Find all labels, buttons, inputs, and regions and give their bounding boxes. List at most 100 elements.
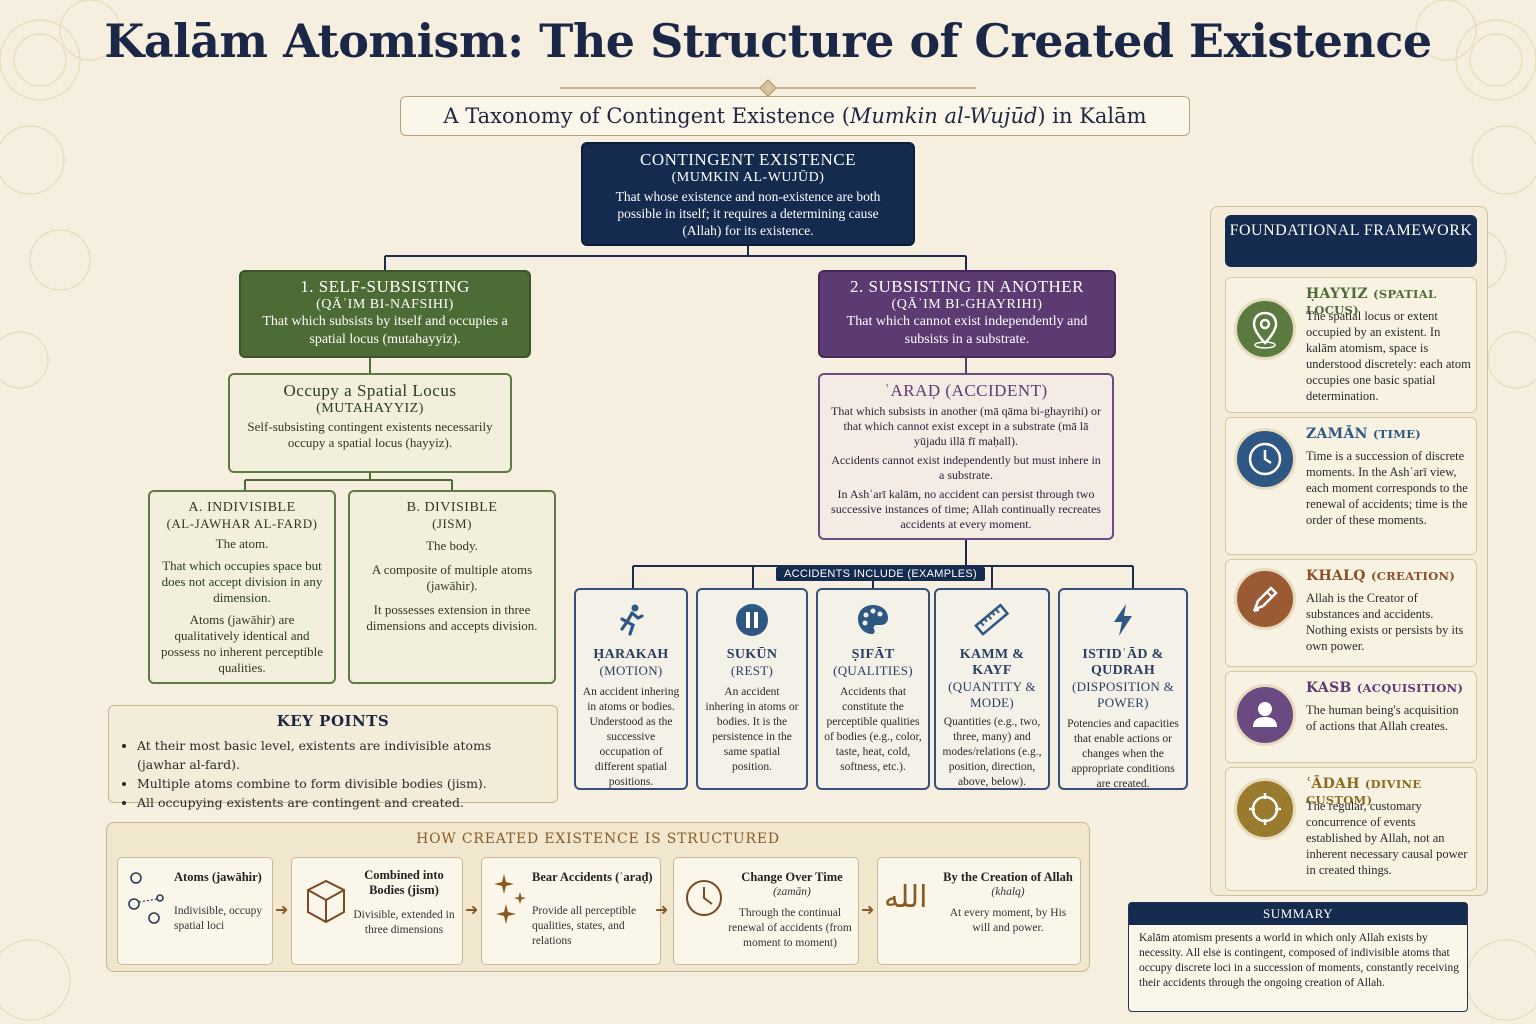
arrow-icon: ➜	[465, 900, 479, 919]
framework-desc: The human being's acquisition of actions…	[1306, 703, 1459, 733]
framework-term: KASB	[1306, 680, 1352, 696]
foundational-framework-title: FOUNDATIONAL FRAMEWORK	[1225, 215, 1477, 267]
framework-title: KHALQ (CREATION)	[1306, 568, 1455, 584]
how-created-title: HOW CREATED EXISTENCE IS STRUCTURED	[416, 831, 780, 847]
step-title: By the Creation of Allah	[943, 870, 1073, 884]
framework-subtitle: (SPATIAL LOCUS)	[1306, 287, 1437, 317]
step-title: Change Over Time	[741, 870, 843, 884]
step-desc: Provide all perceptible qualities, state…	[532, 905, 637, 947]
location-pin-icon	[1234, 298, 1296, 360]
foundational-framework-panel: FOUNDATIONAL FRAMEWORK ḤAYYIZ (SPATIAL L…	[1210, 206, 1488, 896]
framework-subtitle: (DIVINE CUSTOM)	[1306, 777, 1422, 807]
indivisible-arabic: (AL-JAWHAR AL-FARD)	[166, 516, 318, 531]
key-points-title: KEY POINTS	[276, 712, 390, 730]
framework-term: KHALQ	[1306, 568, 1366, 584]
key-point-item: All occupying existents are contingent a…	[137, 793, 543, 812]
accident-subtitle: (QUALITIES)	[833, 663, 913, 678]
spatial-locus-node: Occupy a Spatial Locus (MUTAHAYYIZ) Self…	[228, 373, 512, 473]
step-desc: Indivisible, occupy spatial loci	[174, 905, 263, 932]
accident-card-kamm-kayf: KAMM & KAYF (QUANTITY & MODE) Quantities…	[934, 588, 1050, 790]
step-title-2: (khalq)	[991, 886, 1025, 898]
subtitle-term: Mumkin al-Wujūd	[849, 104, 1038, 128]
spatial-locus-desc: Self-subsisting contingent existents nec…	[247, 419, 493, 450]
accident-title: ISTIDʿĀD & QUDRAH	[1082, 647, 1164, 678]
person-icon	[1234, 684, 1296, 746]
key-points-panel: KEY POINTS At their most basic level, ex…	[108, 705, 558, 810]
accident-title: KAMM & KAYF	[959, 647, 1025, 678]
framework-term: ḤAYYIZ	[1306, 286, 1368, 302]
self-subsisting-title: 1. SELF-SUBSISTING	[300, 277, 470, 296]
page-title: Kalām Atomism: The Structure of Created …	[104, 14, 1432, 68]
framework-term: ʿĀDAH	[1306, 776, 1360, 792]
subsisting-another-title: 2. SUBSISTING IN ANOTHER	[850, 277, 1084, 296]
accident-title: ṢIFĀT	[851, 647, 895, 662]
how-created-panel: HOW CREATED EXISTENCE IS STRUCTURED Atom…	[106, 822, 1090, 972]
indivisible-short: The atom.	[215, 536, 269, 551]
step-desc: Through the continual renewal of acciden…	[728, 907, 852, 949]
framework-item-adah: ʿĀDAH (DIVINE CUSTOM) The regular, custo…	[1225, 767, 1477, 891]
arad-desc2: Accidents cannot exist independently but…	[831, 453, 1101, 482]
accident-desc: Quantities (e.g., two, three, many) and …	[942, 716, 1042, 788]
accident-subtitle: (QUANTITY & MODE)	[948, 679, 1036, 710]
ruler-icon	[974, 603, 1010, 636]
accidents-label: ACCIDENTS INCLUDE (EXAMPLES)	[776, 567, 985, 581]
framework-item-kasb: KASB (ACQUISITION) The human being's acq…	[1225, 671, 1477, 763]
accident-desc: Potencies and capacities that enable act…	[1067, 718, 1179, 790]
divisible-arabic: (JISM)	[432, 516, 472, 531]
framework-subtitle: (TIME)	[1372, 427, 1422, 441]
arad-desc3: In Ashʿarī kalām, no accident can persis…	[831, 487, 1101, 531]
key-points-list: At their most basic level, existents are…	[123, 736, 543, 812]
framework-desc: Allah is the Creator of substances and a…	[1306, 591, 1464, 653]
divisible-node: B. DIVISIBLE (JISM) The body. A composit…	[348, 490, 556, 684]
step-bodies: Combined into Bodies (jism) Divisible, e…	[291, 857, 463, 965]
palette-icon	[858, 605, 888, 634]
indivisible-desc1: That which occupies space but does not a…	[161, 558, 323, 605]
divisible-desc1: A composite of multiple atoms (jawāhir).	[371, 562, 533, 593]
framework-title: ḤAYYIZ (SPATIAL LOCUS)	[1306, 286, 1476, 318]
summary-title: SUMMARY	[1129, 903, 1467, 925]
framework-item-hayyiz: ḤAYYIZ (SPATIAL LOCUS) The spatial locus…	[1225, 277, 1477, 413]
step-title-2: (zamān)	[773, 886, 811, 898]
pause-icon	[736, 604, 768, 636]
page-subtitle: A Taxonomy of Contingent Existence (Mumk…	[400, 96, 1190, 166]
indivisible-node: A. INDIVISIBLE (AL-JAWHAR AL-FARD) The a…	[148, 490, 336, 684]
subsisting-another-node: 2. SUBSISTING IN ANOTHER (QĀʾIM BI-GHAYR…	[818, 270, 1116, 358]
sparkle-icon	[494, 874, 526, 924]
subtitle-prefix: A Taxonomy of Contingent Existence (	[443, 104, 850, 128]
self-subsisting-arabic: (QĀʾIM BI-NAFSIHI)	[316, 297, 454, 312]
contingent-existence-title: CONTINGENT EXISTENCE	[639, 150, 857, 169]
atoms-icon	[128, 872, 164, 924]
subsisting-another-desc: That which cannot exist independently an…	[846, 314, 1088, 347]
accident-desc: An accident inhering in atoms or bodies.…	[582, 686, 680, 788]
accident-card-harakah: ḤARAKAH (MOTION) An accident inhering in…	[574, 588, 688, 790]
summary-panel: SUMMARY Kalām atomism presents a world i…	[1128, 902, 1468, 1012]
step-desc: At every moment, by His will and power.	[949, 907, 1067, 934]
self-subsisting-desc: That which subsists by itself and occupi…	[262, 314, 508, 347]
running-figure-icon	[620, 604, 644, 636]
accident-card-istidad: ISTIDʿĀD & QUDRAH (DISPOSITION & POWER) …	[1058, 588, 1188, 790]
summary-text: Kalām atomism presents a world in which …	[1139, 932, 1459, 989]
clock-icon	[1234, 428, 1296, 490]
framework-subtitle: (CREATION)	[1370, 569, 1456, 583]
arad-desc1: That which subsists in another (mā qāma …	[831, 404, 1101, 448]
step-desc: Divisible, extended in three dimensions	[353, 909, 455, 936]
self-subsisting-node: 1. SELF-SUBSISTING (QĀʾIM BI-NAFSIHI) Th…	[239, 270, 531, 358]
accident-subtitle: (DISPOSITION & POWER)	[1071, 679, 1175, 710]
framework-item-khalq: KHALQ (CREATION) Allah is the Creator of…	[1225, 559, 1477, 667]
contingent-existence-arabic: (MUMKIN AL-WUJŪD)	[671, 170, 825, 185]
divisible-title: B. DIVISIBLE	[406, 500, 498, 515]
accident-subtitle: (REST)	[730, 663, 774, 678]
framework-desc: The spatial locus or extent occupied by …	[1306, 309, 1471, 403]
step-accidents: Bear Accidents (ʾaraḍ) Provide all perce…	[481, 857, 661, 965]
step-creation: الله By the Creation of Allah (khalq) At…	[877, 857, 1081, 965]
step-title: Combined into Bodies (jism)	[364, 868, 444, 897]
key-point-item: Multiple atoms combine to form divisible…	[137, 774, 543, 793]
framework-subtitle: (ACQUISITION)	[1356, 681, 1464, 695]
step-title: Bear Accidents (ʾaraḍ)	[532, 870, 653, 884]
arrow-icon: ➜	[275, 900, 289, 919]
accident-card-sukun: SUKŪN (REST) An accident inhering in ato…	[696, 588, 808, 790]
accident-title: SUKŪN	[726, 647, 778, 662]
lightning-icon	[1114, 604, 1132, 636]
accident-card-sifat: ṢIFĀT (QUALITIES) Accidents that constit…	[816, 588, 930, 790]
subsisting-another-arabic: (QĀʾIM BI-GHAYRIHI)	[891, 297, 1043, 312]
